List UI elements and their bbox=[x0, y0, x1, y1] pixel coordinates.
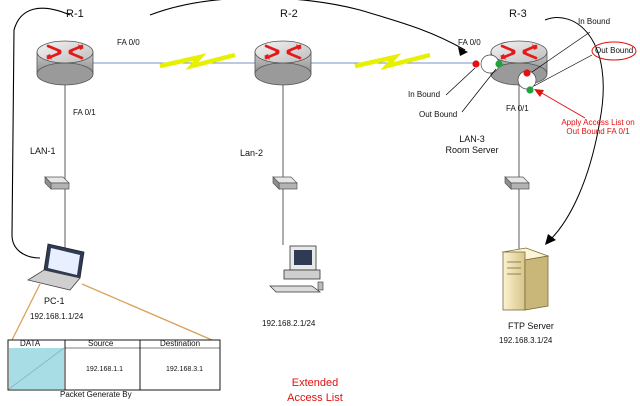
r1-fa00-label: FA 0/0 bbox=[117, 38, 140, 47]
out-bound-left-label: Out Bound bbox=[419, 110, 458, 119]
in-bound-left-pointer bbox=[445, 67, 476, 96]
ftp-server-name: FTP Server bbox=[508, 321, 554, 331]
extended-acl-line1: Extended bbox=[291, 377, 339, 389]
in-bound-left-label: In Bound bbox=[408, 90, 441, 99]
pc2-ip: 192.168.2.1/24 bbox=[262, 319, 316, 328]
router-r3-label: R-3 bbox=[509, 8, 527, 20]
ftp-server-icon bbox=[501, 247, 550, 311]
packet-destination-value: 192.168.3.1 bbox=[166, 366, 203, 373]
lan3-label-line1: LAN-3 bbox=[459, 134, 485, 144]
packet-destination-header: Destination bbox=[160, 339, 201, 348]
in-bound-right-pointer bbox=[531, 31, 591, 73]
fa01-inbound-marker bbox=[523, 69, 531, 77]
extended-acl-title: Extended Access List bbox=[287, 376, 343, 406]
desktop-pc2-icon bbox=[269, 245, 324, 293]
arrowhead-to-ftp bbox=[545, 234, 556, 245]
packet-source-header: Source bbox=[88, 339, 114, 348]
connection-curve-top bbox=[149, 0, 466, 51]
router-r2-icon bbox=[253, 39, 313, 87]
extended-acl-line2: Access List bbox=[287, 391, 343, 404]
router-r1-icon bbox=[35, 39, 95, 87]
apply-arrow-line bbox=[539, 91, 586, 119]
apply-acl-line2: Out Bound FA 0/1 bbox=[566, 127, 630, 137]
out-bound-highlight bbox=[591, 41, 637, 61]
lan1-label: LAN-1 bbox=[30, 146, 56, 156]
router-r1-label: R-1 bbox=[66, 8, 84, 20]
pc1-name: PC-1 bbox=[44, 296, 65, 306]
router-r2-label: R-2 bbox=[280, 8, 298, 20]
serial-bolt-r1-r2 bbox=[159, 52, 236, 71]
ftp-server-ip: 192.168.3.1/24 bbox=[499, 336, 553, 345]
lan2-label: Lan-2 bbox=[240, 148, 264, 158]
out-bound-right-label: Out Bound bbox=[595, 46, 634, 55]
packet-data-header: DATA bbox=[20, 339, 41, 348]
lan3-label: LAN-3 Room Server bbox=[445, 134, 498, 157]
apply-acl-line1: Apply Access List on bbox=[561, 118, 635, 127]
fa00-inbound-marker bbox=[472, 60, 480, 68]
packet-table bbox=[7, 339, 221, 391]
apply-acl-note: Apply Access List on Out Bound FA 0/1 bbox=[561, 118, 634, 136]
r1-fa01-label: FA 0/1 bbox=[73, 108, 96, 117]
switch-lan3-icon bbox=[504, 176, 530, 190]
pc1-ip: 192.168.1.1/24 bbox=[30, 312, 84, 321]
apply-arrowhead bbox=[534, 89, 544, 97]
out-bound-right-pointer bbox=[533, 54, 593, 87]
fa00-outbound-marker bbox=[495, 60, 503, 68]
out-bound-left-pointer bbox=[461, 68, 497, 113]
switch-lan2-icon bbox=[272, 176, 298, 190]
arrowhead-to-r3 bbox=[458, 47, 468, 56]
in-bound-right-label: In Bound bbox=[578, 17, 611, 26]
laptop-pc1-icon bbox=[26, 243, 85, 291]
fa01-outbound-marker bbox=[526, 86, 534, 94]
connection-curve-left bbox=[11, 7, 71, 259]
r3-fa01-label: FA 0/1 bbox=[506, 104, 529, 113]
connection-curve-right bbox=[544, 17, 604, 241]
packet-pointer-left bbox=[11, 283, 41, 341]
serial-bolt-r2-r3 bbox=[354, 52, 431, 71]
packet-source-value: 192.168.1.1 bbox=[86, 366, 123, 373]
packet-caption: Packet Generate By bbox=[60, 390, 132, 399]
r3-fa00-label: FA 0/0 bbox=[458, 38, 481, 47]
lan3-label-line2: Room Server bbox=[445, 145, 499, 156]
packet-pointer-right bbox=[81, 283, 213, 341]
